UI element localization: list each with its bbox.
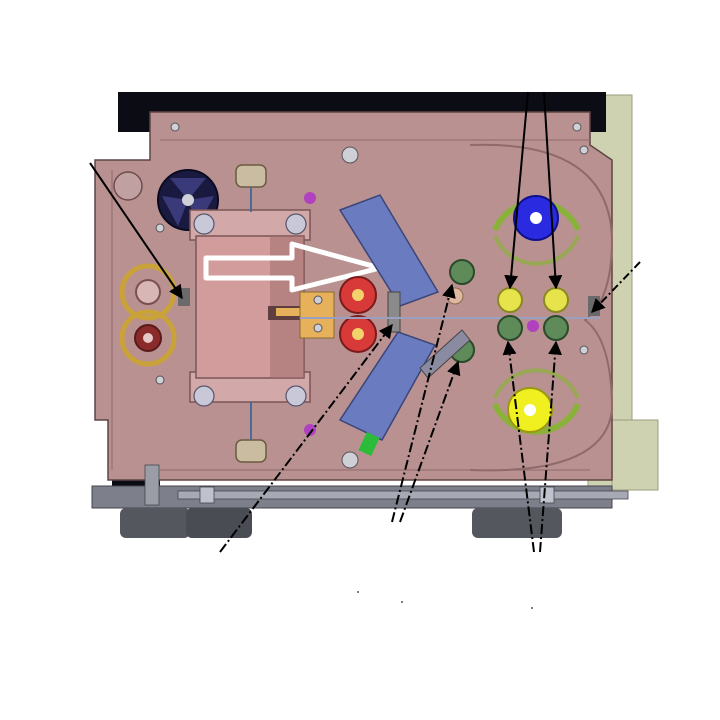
red-hub-upper xyxy=(352,289,364,301)
screw xyxy=(313,323,323,333)
yellow-roller-right xyxy=(543,287,569,313)
screw xyxy=(572,122,582,132)
mount-roller-tl xyxy=(193,213,215,235)
gear-core-upper xyxy=(135,279,161,305)
magenta-bolt-mid xyxy=(527,320,539,332)
rod-collar-left xyxy=(199,486,215,504)
mount-roller-br xyxy=(285,385,307,407)
wheel-spoke xyxy=(162,196,188,226)
tan-idler xyxy=(446,287,464,305)
callout-arrows xyxy=(89,91,641,553)
bracket-tab-bottom xyxy=(611,419,659,491)
hollow-direction-arrow xyxy=(203,241,383,293)
screw xyxy=(155,223,165,233)
screw xyxy=(170,122,180,132)
callout-arrow xyxy=(539,340,563,553)
stray-dot xyxy=(401,601,403,603)
screw xyxy=(341,146,359,164)
mount-roller-bl xyxy=(193,385,215,407)
spring-top xyxy=(235,164,267,188)
callout-arrow xyxy=(504,91,529,290)
stray-marks xyxy=(357,591,533,609)
spring-bottom xyxy=(235,439,267,463)
callout-arrow xyxy=(219,323,393,553)
gear-gold-lower xyxy=(119,309,177,367)
callout-arrow xyxy=(543,91,563,290)
lever-arm xyxy=(419,329,471,379)
callout-arrow xyxy=(502,340,535,553)
guide-plates xyxy=(338,194,440,457)
green-roller-upper xyxy=(449,259,475,285)
yellow-roller-left xyxy=(497,287,523,313)
base-assembly xyxy=(91,464,629,538)
yellow-reel xyxy=(492,368,581,435)
green-tab xyxy=(358,431,380,457)
blue-reel-hub xyxy=(530,212,542,224)
blue-reel xyxy=(492,195,581,266)
mount-roller-tr xyxy=(285,213,307,235)
green-roller-left xyxy=(497,315,523,341)
magenta-bolt-bottom xyxy=(304,424,316,436)
green-roller-right xyxy=(543,315,569,341)
screw xyxy=(155,375,165,385)
magenta-bolt-top xyxy=(304,192,316,204)
callout-arrow xyxy=(391,283,456,523)
callout-arrow xyxy=(89,162,183,300)
guide-plate-upper xyxy=(338,194,440,307)
drum-shaft xyxy=(276,308,300,316)
base-rod xyxy=(177,490,629,500)
left-gear-stack xyxy=(119,263,190,367)
stray-dot xyxy=(531,607,533,609)
screw xyxy=(313,295,323,305)
callout-arrow xyxy=(591,261,641,314)
yellow-reel-hub xyxy=(524,404,536,416)
post-left xyxy=(144,464,160,506)
blue-reel-arc-lower xyxy=(493,235,580,266)
wheel-spoke xyxy=(170,178,206,200)
pinch-block xyxy=(387,291,401,333)
chassis-right-lobe xyxy=(469,143,614,472)
screw xyxy=(579,345,589,355)
gear-clamp-block xyxy=(178,288,190,306)
rod-collar-right xyxy=(539,486,555,504)
screw xyxy=(579,145,589,155)
yellow-reel-arc xyxy=(493,368,580,399)
pulley-small xyxy=(113,171,143,201)
screw xyxy=(341,451,359,469)
wheel-hub xyxy=(182,194,194,206)
fasteners xyxy=(155,122,589,469)
stray-dot xyxy=(357,591,359,593)
gear-hub-lower xyxy=(143,333,153,343)
callout-arrow xyxy=(399,360,461,523)
red-hub-lower xyxy=(352,328,364,340)
green-roller-pair-center xyxy=(419,259,475,379)
foot-left-1 xyxy=(120,508,190,538)
foot-right xyxy=(472,508,562,538)
